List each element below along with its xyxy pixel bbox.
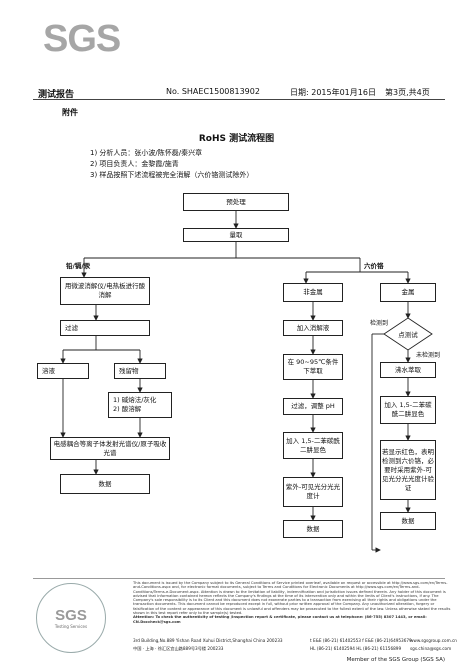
box-data-metal: 数据 [380, 512, 436, 530]
footer-rule [33, 578, 445, 579]
box-uv-vis: 紫外-可见光分光光度计 [283, 477, 343, 507]
box-filter-ph: 过滤，调整 pH [283, 398, 343, 415]
email: sgs.china@sgs.com [410, 646, 452, 651]
box-icp-aas: 电感耦合等离子体发射光谱仪/原子吸收光谱 [50, 437, 170, 460]
label-cr6: 六价铬 [364, 262, 384, 270]
box-nonmetal: 非金属 [283, 283, 343, 302]
box-metal: 金属 [380, 283, 436, 302]
box-solution: 溶液 [37, 363, 89, 379]
box-weigh: 量取 [183, 228, 289, 242]
header-rule [33, 99, 445, 100]
label-pb-cd-hg: 铅/镉/汞 [66, 262, 91, 270]
legal-disclaimer: This document is issued by the Company s… [133, 581, 451, 624]
authenticity-note: Attention: To check the authenticity of … [133, 615, 427, 624]
address-cn: 中国 · 上海 · 徐汇区宜山路889号3号楼 200233 [133, 646, 224, 651]
box-residue-treatment: 1) 碱熔法/灰化 2) 酸溶解 [108, 392, 172, 418]
testing-services-seal: SGS Testing Services [36, 583, 106, 653]
page-number: 第3页,共4页 [385, 88, 430, 97]
box-boiling-water: 沸水萃取 [380, 362, 436, 378]
box-data-nonmetal: 数据 [283, 520, 343, 538]
note-digestion: 3) 样品按照下述流程被完全消解（六价铬测试除外） [90, 171, 254, 179]
sgs-member-note: Member of the SGS Group (SGS SA) [346, 657, 445, 663]
box-add-dpc-metal: 加入 1,5-二苯碳酰二肼显色 [380, 396, 436, 424]
box-confirm: 若显示红色，表明检测到六价铬，必要时采用紫外-可见光分光光度计验证 [380, 440, 436, 500]
seal-caption: Testing Services [54, 624, 88, 629]
box-heat-extract: 在 90~95℃条件下萃取 [283, 354, 343, 380]
report-title: 测试报告 [38, 90, 75, 100]
website: www.sgsgroup.com.cn [410, 638, 457, 643]
box-data-metals: 数据 [60, 474, 150, 494]
sgs-logo: SGS [43, 18, 121, 60]
box-add-dpc: 加入 1,5-二苯碳酰二肼显色 [283, 432, 343, 459]
box-preprocess: 预处理 [183, 193, 289, 211]
report-number: No. SHAEC1500813902 [166, 87, 260, 96]
phone-hl: HL (86-21) 61402594 HL (86-21) 61156899 [310, 646, 402, 651]
label-not-detected: 未检测到 [416, 352, 441, 359]
address-en: 3rd Building,No.889 Yishan Road Xuhui Di… [133, 638, 283, 643]
diamond-spot-test: 点测试 [398, 331, 418, 339]
seal-logo: SGS [55, 607, 87, 624]
report-date: 日期: 2015年01月16日 [290, 88, 376, 97]
box-residue: 残留物 [114, 363, 166, 379]
flowchart-title: RoHS 测试流程图 [198, 134, 275, 144]
box-add-digestion: 加入消解液 [283, 320, 343, 336]
phone-ee: t E&E (86-21) 61402553 f E&E (86-21)6495… [310, 638, 412, 643]
note-project-lead: 2) 项目负责人：金黎霞/施青 [90, 160, 179, 168]
annex-label: 附件 [62, 108, 78, 117]
box-filter: 过滤 [60, 320, 150, 336]
note-analysts: 1) 分析人员：张小波/陈怀磊/秦兴章 [90, 149, 203, 157]
box-acid-digestion: 用微波消解仪/电热板进行酸消解 [60, 277, 150, 305]
label-detected: 检测到 [370, 320, 389, 327]
